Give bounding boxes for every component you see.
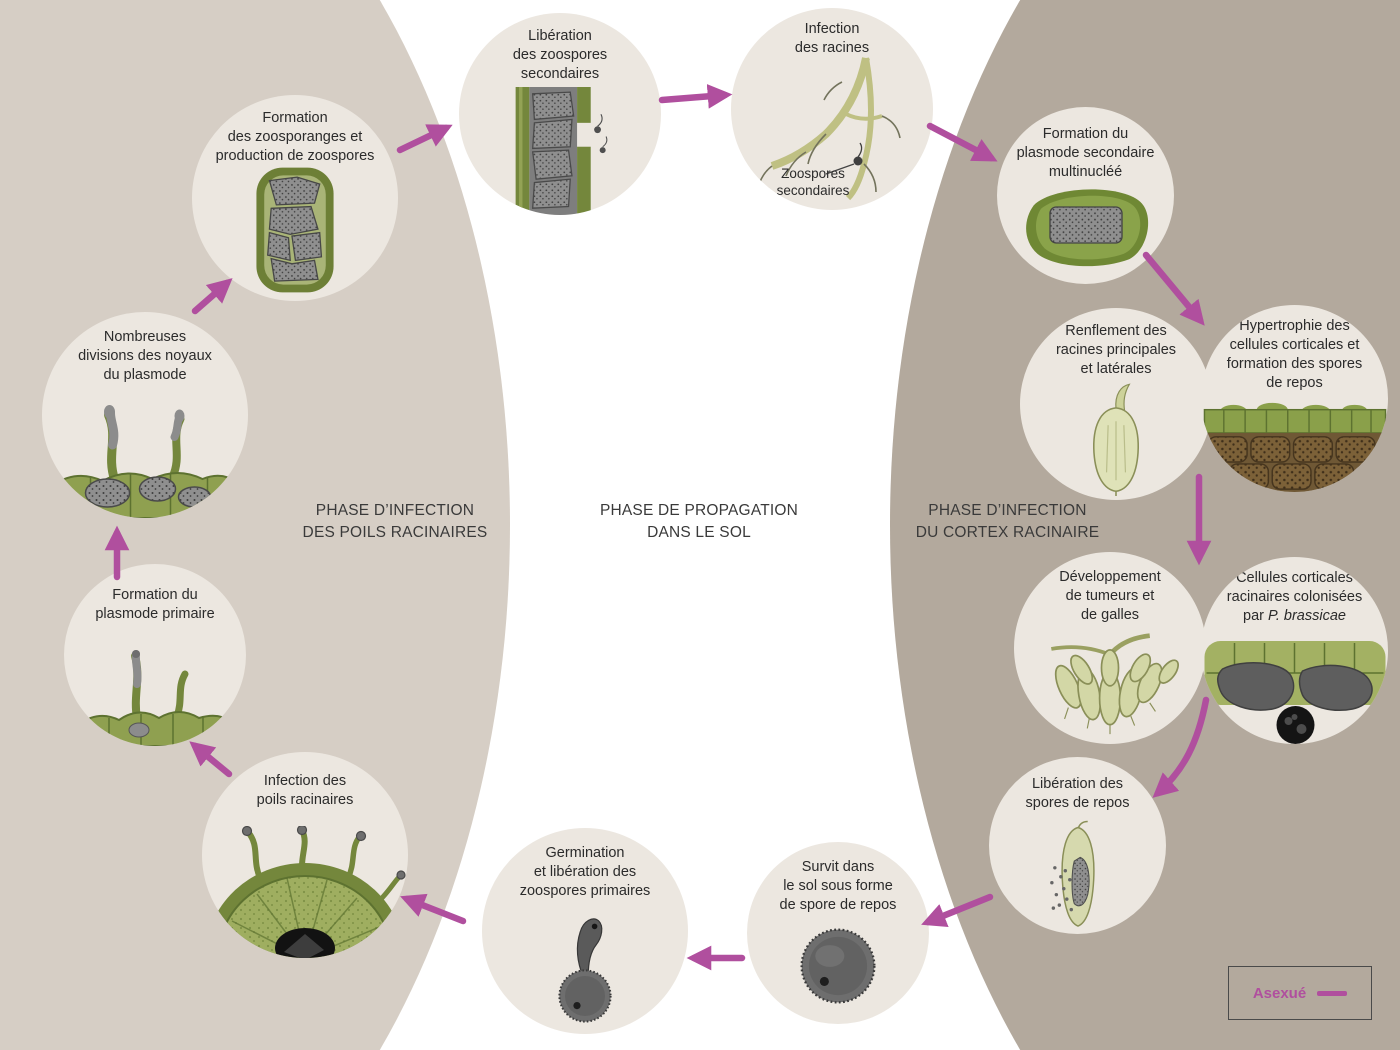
- node-infection-poils-racinaires: Infection des poils racinaires: [202, 752, 408, 958]
- colonised-cells-illustration: [1204, 641, 1385, 744]
- node-renflement-racines: Renflement des racines principales et la…: [1020, 308, 1212, 500]
- node-label: Hypertrophie des cellules corticales et …: [1226, 318, 1363, 392]
- zoosporangium-illustration: [256, 167, 334, 293]
- phase-label-root-hair-infection: PHASE D’INFECTION DES POILS RACINAIRES: [302, 502, 488, 542]
- node-label: Libération des spores de repos: [1025, 776, 1130, 812]
- node-formation-plasmode-secondaire: Formation du plasmode secondaire multinu…: [997, 107, 1174, 284]
- resting-spore-formation-illustration: [1201, 402, 1386, 492]
- secondary-plasmodium-illustration: [1025, 189, 1148, 267]
- legend-box: Asexué: [1228, 966, 1372, 1020]
- node-liberation-spores-repos: Libération des spores de repos: [989, 757, 1166, 934]
- node-label-main: Cellules corticales racinaires colonisée…: [1226, 570, 1363, 625]
- root-infection-illustration: [757, 57, 901, 201]
- node-divisions-noyaux-plasmode: Nombreuses divisions des noyaux du plasm…: [42, 312, 248, 518]
- node-label: Cellules corticales racinaires colonisée…: [1201, 569, 1388, 626]
- node-infection-racines: Infection des racines Zoospores secondai…: [731, 8, 933, 210]
- node-liberation-zoospores-secondaires: Libération des zoospores secondaires: [459, 13, 661, 215]
- node-label: Renflement des racines principales et la…: [1055, 323, 1177, 378]
- node-survie-spore-repos: Survit dans le sol sous forme de spore d…: [747, 842, 929, 1024]
- node-hypertrophie-cellules: Hypertrophie des cellules corticales et …: [1201, 305, 1388, 492]
- resting-spore-illustration: [800, 928, 876, 1004]
- node-label: Formation des zoosporanges et production…: [215, 110, 375, 165]
- arrow-liberation-to-infection-racines: [658, 84, 733, 109]
- phase-label-cortex-infection: PHASE D’INFECTION DU CORTEX RACINAIRE: [915, 502, 1100, 542]
- node-label: Germination et libération des zoospores …: [519, 845, 651, 900]
- node-label-italic: P. brassicae: [1268, 608, 1346, 625]
- node-germination-zoospores-primaires: Germination et libération des zoospores …: [482, 828, 688, 1034]
- zoospore-release-illustration: [515, 87, 608, 215]
- node-label: Formation du plasmode secondaire multinu…: [1016, 126, 1155, 181]
- root-hair-infection-illustration: [205, 826, 406, 958]
- legend-asexual-label: Asexué: [1252, 984, 1307, 1002]
- galls-illustration: [1050, 633, 1179, 735]
- swollen-root-illustration: [1093, 383, 1139, 496]
- node-label: Libération des zoospores secondaires: [512, 28, 608, 83]
- phase-label-soil-propagation: PHASE DE PROPAGATION DANS LE SOL: [599, 502, 799, 542]
- node-label: Nombreuses divisions des noyaux du plasm…: [78, 329, 212, 384]
- node-label: Développement de tumeurs et de galles: [1059, 569, 1161, 624]
- nuclear-division-illustration: [52, 405, 238, 518]
- spore-release-illustration: [1049, 820, 1095, 927]
- primary-plasmodium-illustration: [79, 650, 231, 746]
- node-formation-zoosporanges: Formation des zoosporanges et production…: [192, 95, 398, 301]
- node-label: Formation du plasmode primaire: [95, 587, 215, 623]
- node-label: Infection des poils racinaires: [256, 773, 354, 809]
- legend-asexual-line-swatch: [1317, 990, 1348, 996]
- node-label: Survit dans le sol sous forme de spore d…: [779, 859, 897, 914]
- node-cellules-corticales-colonisees: Cellules corticales racinaires colonisée…: [1201, 557, 1388, 744]
- germination-illustration: [558, 918, 612, 1023]
- node-developpement-tumeurs: Développement de tumeurs et de galles: [1014, 552, 1206, 744]
- node-label: Infection des racines: [794, 21, 870, 57]
- node-formation-plasmode-primaire: Formation du plasmode primaire: [64, 564, 246, 746]
- annotation-zoospores-secondaires: Zoospores secondaires: [776, 166, 850, 198]
